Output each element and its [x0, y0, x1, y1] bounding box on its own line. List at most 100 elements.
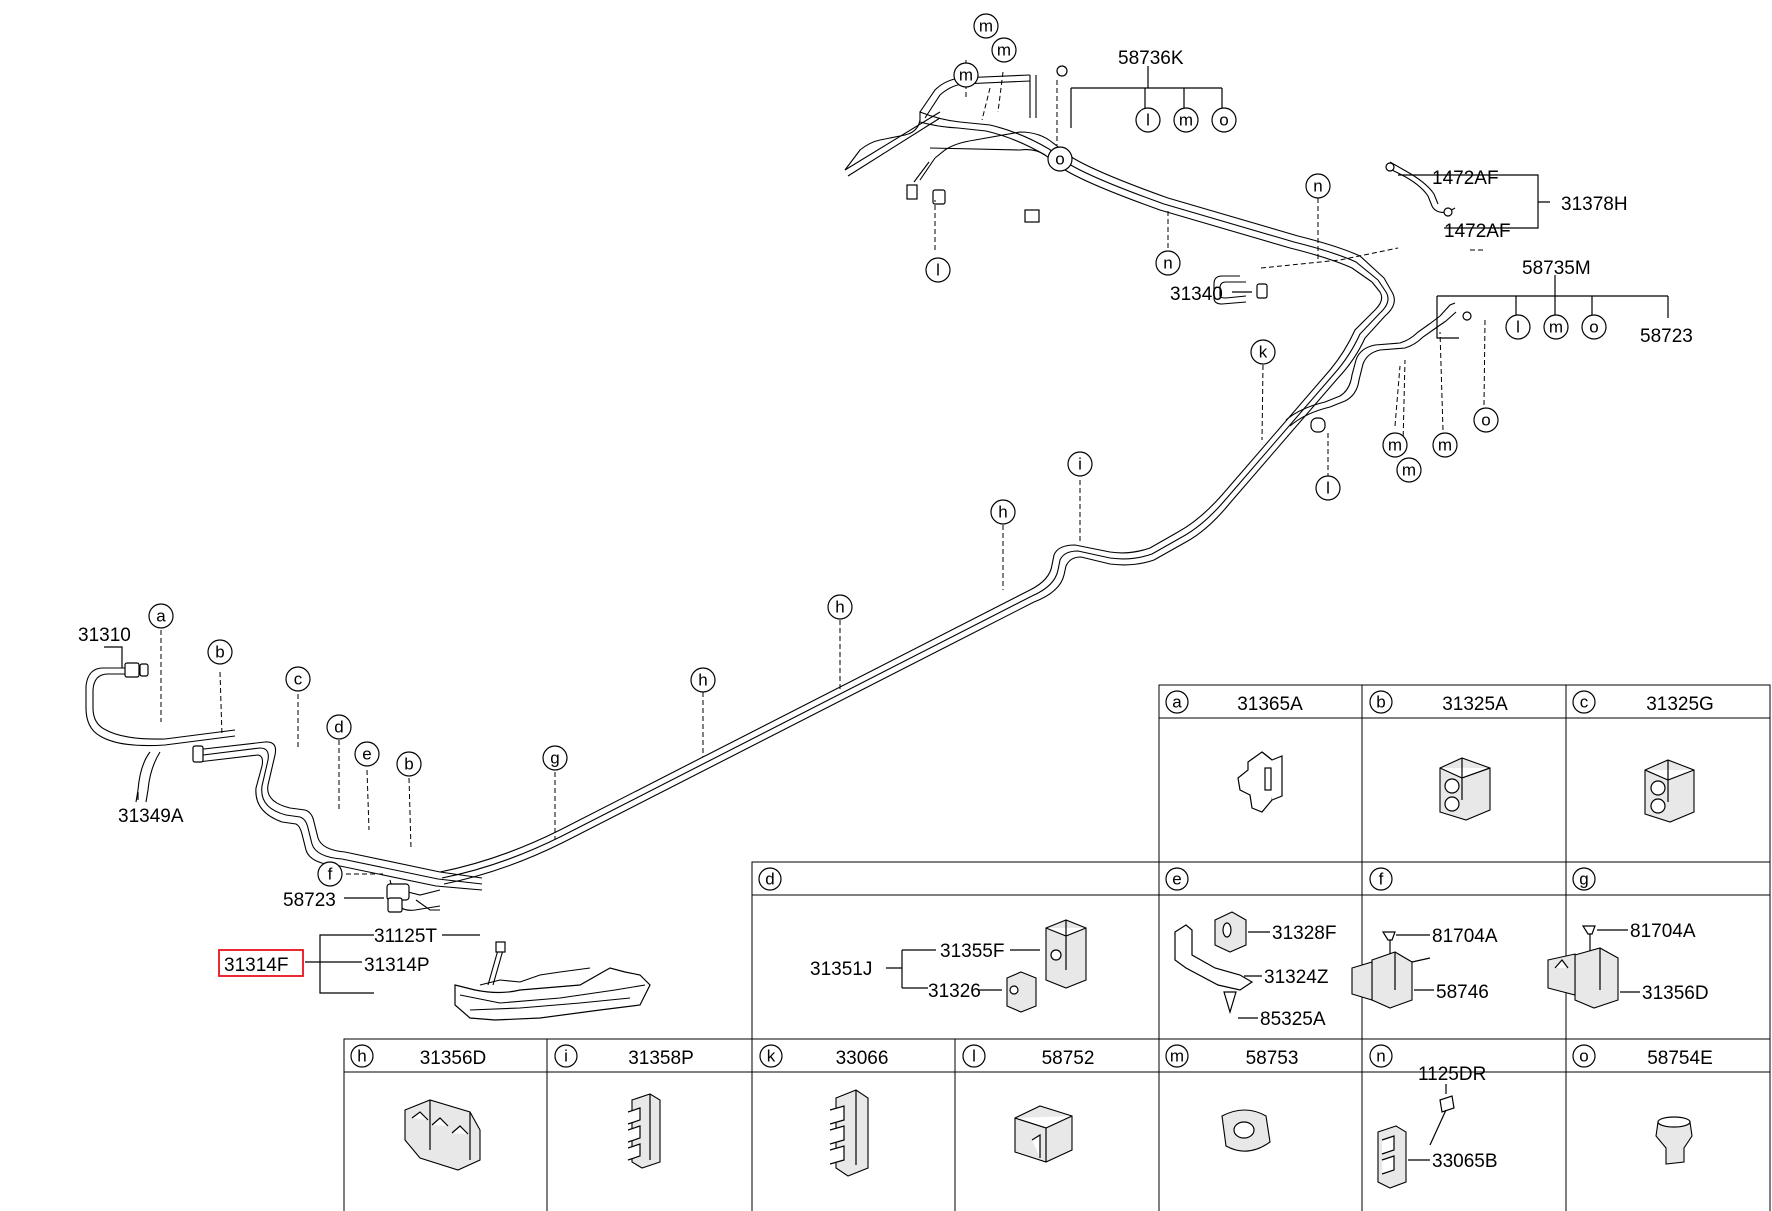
cell-part-number: 58752	[1042, 1048, 1095, 1069]
callout-text: k	[1259, 343, 1268, 362]
callout-b: b	[207, 639, 233, 665]
cell-key: o	[1579, 1047, 1588, 1066]
callout-text: c	[294, 670, 303, 689]
cell-key: d	[765, 870, 774, 889]
clip-31365A-icon	[1237, 751, 1283, 813]
callout-text: n	[1313, 177, 1322, 196]
bracket-31324Z-icon	[1174, 911, 1270, 1019]
callout-l: l	[1505, 314, 1531, 340]
cell-part-number: 31356D	[420, 1048, 487, 1069]
cell-key: h	[357, 1047, 366, 1066]
cell-part-number: 58754E	[1647, 1048, 1713, 1069]
cell-part-number: 31325G	[1646, 694, 1714, 715]
callout-l: l	[925, 257, 951, 283]
callout-h: h	[827, 594, 853, 620]
callout-m: m	[1396, 457, 1422, 483]
label-85325A: 85325A	[1260, 1009, 1326, 1030]
cell-part-number: 31358P	[628, 1048, 694, 1069]
callout-text: o	[1219, 111, 1228, 130]
callout-n: n	[1155, 250, 1181, 276]
callout-g: g	[542, 745, 568, 771]
cell-key: b	[1376, 693, 1385, 712]
callout-text: l	[1146, 111, 1150, 130]
callout-text: l	[1516, 318, 1520, 337]
highlight-box	[218, 949, 304, 977]
label-81704A-g: 81704A	[1630, 921, 1696, 942]
cell-m: m 58753	[1165, 1044, 1299, 1069]
callout-c: c	[285, 666, 311, 692]
callout-l: l	[1315, 475, 1341, 501]
cell-key: g	[1579, 870, 1588, 889]
label-31355F: 31355F	[940, 941, 1004, 962]
label-58723-left: 58723	[283, 890, 336, 911]
callout-text: m	[997, 41, 1011, 60]
highlighted-part-31314F[interactable]: 31314F	[218, 949, 304, 977]
cell-key: k	[767, 1047, 776, 1066]
clip-31356D-g-icon	[1547, 925, 1640, 1009]
callout-text: f	[328, 865, 333, 884]
label-31125T: 31125T	[374, 926, 437, 947]
cell-key: i	[564, 1047, 568, 1066]
callout-d: d	[326, 714, 352, 740]
cell-key: n	[1376, 1047, 1385, 1066]
callout-f: f	[317, 861, 343, 887]
callout-text: h	[698, 671, 707, 690]
label-58723-right: 58723	[1640, 326, 1693, 347]
clip-31325G-icon	[1644, 759, 1695, 823]
cell-key: a	[1172, 693, 1182, 712]
callout-k: k	[1250, 339, 1276, 365]
callout-o: o	[1211, 107, 1237, 133]
label-31324Z: 31324Z	[1264, 967, 1329, 988]
label-81704A-f: 81704A	[1432, 926, 1498, 947]
callout-text: m	[1388, 436, 1402, 455]
callout-text: a	[156, 607, 166, 626]
callout-text: m	[1438, 436, 1452, 455]
cell-k: k 33066	[759, 1044, 888, 1069]
cell-i: i 31358P	[554, 1044, 694, 1069]
callout-b: b	[396, 751, 422, 777]
callout-text: b	[404, 755, 413, 774]
callout-text: o	[1481, 411, 1490, 430]
pipe-connectors	[124, 65, 1472, 763]
callout-a: a	[148, 603, 174, 629]
callout-m: m	[1432, 432, 1458, 458]
callout-text: h	[835, 598, 844, 617]
leader-lines	[104, 66, 1669, 994]
callout-m: m	[1173, 107, 1199, 133]
cell-part-number: 31365A	[1237, 694, 1303, 715]
callout-arrows	[160, 60, 1486, 875]
label-31340: 31340	[1170, 284, 1223, 305]
clip-31325A-icon	[1439, 757, 1491, 821]
callout-h: h	[690, 667, 716, 693]
callout-o: o	[1581, 314, 1607, 340]
clip-31351J-icon	[886, 919, 1087, 1013]
label-31378H: 31378H	[1561, 194, 1628, 215]
callout-text: e	[362, 745, 371, 764]
label-58735M: 58735M	[1522, 258, 1591, 279]
clip-58752-icon	[1014, 1105, 1073, 1163]
callout-text: m	[979, 17, 993, 36]
callout-text: m	[1179, 111, 1193, 130]
clip-31358P-icon	[627, 1093, 661, 1169]
label-1472AF-bottom: 1472AF	[1444, 221, 1511, 242]
callout-text: m	[1402, 461, 1416, 480]
callout-text: m	[1549, 318, 1563, 337]
callout-text: g	[550, 749, 559, 768]
cell-key: l	[972, 1047, 976, 1066]
callout-text: i	[1078, 455, 1082, 474]
callout-text: o	[1589, 318, 1598, 337]
callout-h: h	[990, 499, 1016, 525]
cell-l: l 58752	[962, 1044, 1095, 1069]
cell-b: b 31325A	[1369, 690, 1508, 715]
cell-o: o 58754E	[1572, 1044, 1713, 1069]
callout-m: m	[1382, 432, 1408, 458]
cell-n: n	[1369, 1044, 1393, 1068]
cell-part-number: 58753	[1246, 1048, 1299, 1069]
clip-58746-icon	[1351, 931, 1434, 1009]
label-31328F: 31328F	[1272, 923, 1336, 944]
callout-circles: m m m o l l m o n n l m o k l m m m o i …	[148, 13, 1607, 887]
callout-m: m	[953, 62, 979, 88]
clip-33066-icon	[829, 1089, 869, 1177]
fuel-pipe-assembly	[85, 74, 1457, 1021]
callout-text: h	[998, 503, 1007, 522]
